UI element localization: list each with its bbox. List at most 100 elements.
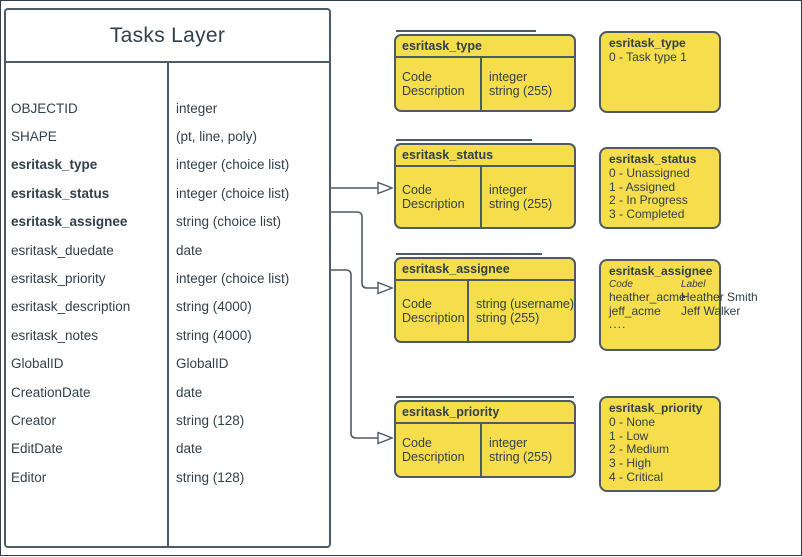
field-type: string (128) (176, 469, 245, 485)
tasks-layer-table: Tasks Layer OBJECTID integer SHAPE (pt, li… (4, 8, 331, 548)
field-row: OBJECTID integer (6, 94, 329, 122)
value-more-ellipsis: .... (609, 317, 627, 332)
domain-table-title: esritask_status (396, 145, 574, 167)
field-name: OBJECTID (11, 100, 78, 116)
domain-field-type: string (255) (489, 450, 553, 464)
field-type: GlobalID (176, 356, 229, 372)
field-type: (pt, line, poly) (176, 129, 258, 145)
field-name: esritask_duedate (11, 242, 114, 258)
field-name: EditDate (11, 441, 63, 457)
value-item: 3 - High (609, 456, 652, 471)
field-row: SHAPE (pt, line, poly) (6, 122, 329, 150)
value-item: 0 - None (609, 414, 656, 429)
value-list-title: esritask_status (609, 152, 697, 166)
field-row: esritask_assignee string (choice list) (6, 208, 329, 236)
value-item: 1 - Low (609, 428, 649, 443)
field-name: esritask_description (11, 299, 131, 315)
field-row: esritask_type integer (choice list) (6, 151, 329, 179)
value-item: 3 - Completed (609, 207, 685, 222)
field-name: esritask_priority (11, 271, 106, 287)
field-row: esritask_status integer (choice list) (6, 179, 329, 207)
field-name: esritask_notes (11, 327, 99, 343)
field-row: esritask_description string (4000) (6, 293, 329, 321)
domain-table-title: esritask_assignee (396, 259, 574, 281)
value-col-header: Label (681, 278, 706, 290)
value-list-esritask-priority: esritask_priority 0 - None 1 - Low 2 - M… (599, 396, 721, 492)
domain-field-type: integer (489, 69, 528, 84)
field-type: integer (choice list) (176, 271, 290, 287)
domain-field-type: string (255) (489, 197, 553, 211)
tasks-layer-title: Tasks Layer (6, 10, 329, 63)
domain-field-label: Code (402, 182, 432, 197)
domain-field-label: Description (402, 84, 465, 98)
field-type: date (176, 441, 203, 457)
value-label: Heather Smith (681, 289, 758, 304)
value-item: 1 - Assigned (609, 179, 676, 194)
field-type: integer (choice list) (176, 157, 290, 173)
domain-table-title: esritask_type (396, 36, 574, 58)
field-row: GlobalID GlobalID (6, 350, 329, 378)
field-row: Creator string (128) (6, 406, 329, 434)
field-name: Creator (11, 412, 57, 428)
domain-field-label: Description (402, 311, 465, 325)
top-edge-line (396, 253, 542, 255)
arrowhead-assignee-icon (377, 281, 394, 295)
field-row: esritask_notes string (4000) (6, 321, 329, 349)
field-row: EditDate date (6, 435, 329, 463)
tasks-layer-body: OBJECTID integer SHAPE (pt, line, poly) es… (6, 63, 329, 546)
field-name: Editor (11, 469, 47, 485)
connector-priority (331, 269, 378, 439)
value-list-esritask-assignee: esritask_assignee Code Label heather_acm… (599, 259, 758, 351)
field-name: esritask_type (11, 157, 98, 173)
field-name: GlobalID (11, 356, 64, 372)
field-type: string (4000) (176, 299, 252, 315)
arrowhead-status-icon (377, 181, 394, 195)
field-type: integer (choice list) (176, 185, 290, 201)
field-row: esritask_priority integer (choice list) (6, 264, 329, 292)
value-item: 0 - Task type 1 (609, 49, 687, 64)
top-edge-line (396, 396, 574, 398)
value-list-title: esritask_type (609, 36, 686, 50)
field-name: esritask_assignee (11, 214, 128, 230)
value-list-esritask-type: esritask_type 0 - Task type 1 (599, 31, 721, 113)
field-type: string (choice list) (176, 214, 282, 230)
field-name: SHAPE (11, 129, 57, 145)
domain-table-title: esritask_priority (396, 402, 574, 424)
value-list-esritask-status: esritask_status 0 - Unassigned 1 - Assig… (599, 147, 721, 229)
value-list-title: esritask_priority (609, 401, 703, 415)
column-divider (167, 63, 169, 546)
domain-field-type: integer (489, 182, 528, 197)
field-name: CreationDate (11, 384, 91, 400)
domain-field-label: Code (402, 69, 432, 84)
field-type: string (4000) (176, 327, 252, 343)
assignee-value-grid: Code Label heather_acme Heather Smith je… (609, 278, 758, 319)
value-code: jeff_acme (609, 303, 661, 318)
value-code: heather_acme (609, 289, 686, 304)
field-name: esritask_status (11, 185, 110, 201)
domain-field-type: string (255) (476, 311, 540, 325)
value-col-header: Code (609, 278, 633, 290)
top-edge-line (396, 139, 532, 141)
domain-field-type: string (username) (476, 296, 574, 311)
domain-field-label: Description (402, 450, 465, 464)
value-label: Jeff Walker (681, 303, 741, 318)
field-list: OBJECTID integer SHAPE (pt, line, poly) es… (6, 94, 329, 491)
value-item: 0 - Unassigned (609, 165, 690, 180)
field-row: Editor string (128) (6, 463, 329, 491)
field-type: integer (176, 100, 218, 116)
domain-field-label: Code (402, 296, 432, 311)
domain-field-type: integer (489, 435, 528, 450)
value-item: 2 - Medium (609, 442, 670, 457)
domain-field-type: string (255) (489, 84, 553, 98)
field-type: string (128) (176, 412, 245, 428)
